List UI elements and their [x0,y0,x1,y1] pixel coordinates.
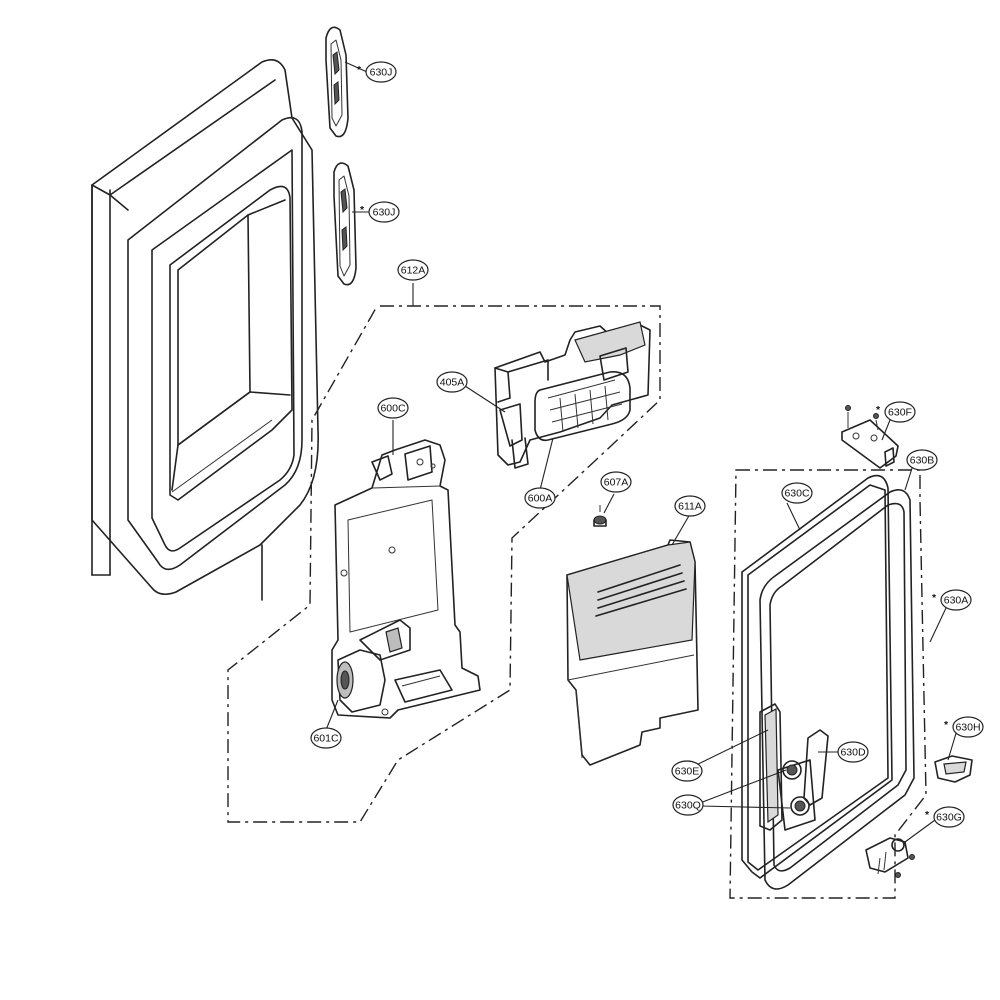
asterisk-marker: * [876,404,881,416]
ice-compartment-door [741,474,915,890]
callout-cover: 611A [674,495,706,517]
callout-label: 630E [675,766,700,778]
callout-label: 630A [944,595,969,607]
trim-strip-bottom [333,162,357,286]
asterisk-marker: * [925,809,930,821]
top-hinge [841,405,899,469]
callout-label: 611A [678,501,702,513]
callout-label: 630J [370,67,393,79]
icemaker-unit [494,321,651,469]
callout-label: 612A [401,265,426,277]
callout-kit: 612A [397,259,429,281]
dispenser-housing [331,439,481,719]
callout-label: 630H [955,722,980,734]
callout-label: 600A [528,493,553,505]
leader-lines [325,61,958,843]
callout-label: 600C [380,403,406,415]
screw-607a [593,505,607,527]
callout-assy: 600A [524,487,556,509]
door-assembly-boundary [729,469,927,899]
asterisk-marker: * [944,719,949,731]
callout-bracket: 600C [377,397,409,419]
asterisk-marker: * [932,592,937,604]
ice-chute-cover [566,539,699,766]
callout-label: 630B [910,455,935,467]
callout-gasket: 630C [781,482,813,504]
asterisk-marker: * [357,64,362,76]
callout-lever: 630D [837,741,869,763]
callout-motor: 601C [310,727,342,749]
callout-label: 630Q [675,800,701,812]
callout-screw: 607A [600,471,632,493]
callout-labels: 630J * 630J * 612A 405A 600C 600A 607A 611A 601C 63… [310,61,984,828]
callout-handle-h: 630H * [944,716,984,738]
callout-label: 630C [784,488,810,500]
callout-label: 607A [604,477,629,489]
callout-label: 630D [840,747,866,759]
callout-latch: 630E [671,760,703,782]
auger-motor [336,649,386,713]
callout-hinge-bottom: 630G * [925,806,965,828]
callout-label: 601C [313,733,339,745]
callout-door-frame: 630B [906,449,938,471]
handle-clip [934,755,973,783]
callout-j-bottom: 630J * [360,201,400,223]
callout-label: 630F [888,407,912,419]
refrigerator-door-illustration [91,59,319,601]
asterisk-marker: * [360,204,365,216]
callout-pins: 630Q [672,794,704,816]
callout-label: 405A [440,377,465,389]
callout-label: 630J [373,207,396,219]
callout-door-assy: 630A * [932,589,972,611]
callout-hinge-top: 630F * [876,401,916,423]
callout-label: 630G [936,812,962,824]
trim-strip-top [325,26,349,138]
callout-j-top: 630J * [357,61,397,83]
callout-icemaker: 405A [436,371,468,393]
bottom-hinge [865,837,915,878]
